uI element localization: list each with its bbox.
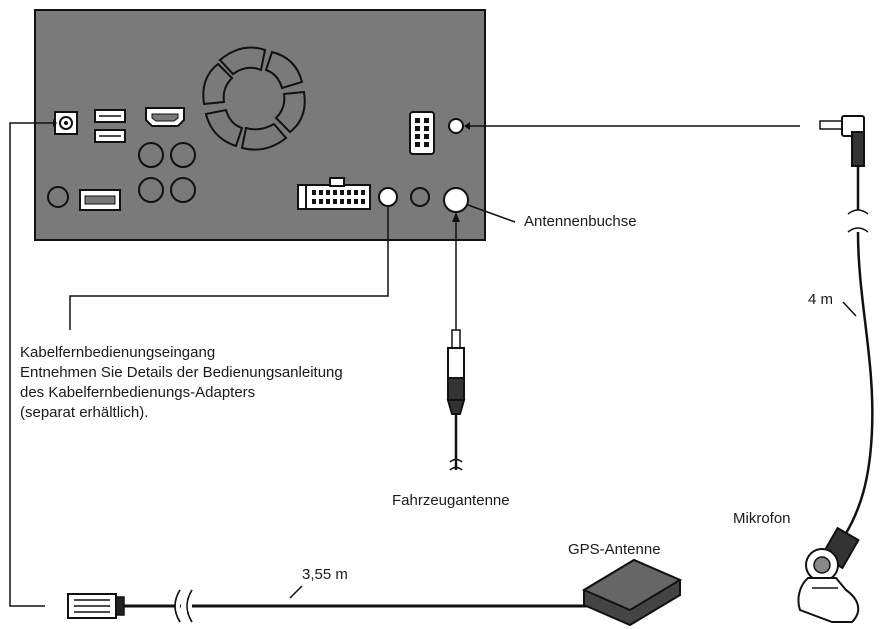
- antenna-jack: [443, 187, 469, 213]
- mic-connector-block: [409, 111, 435, 155]
- rca-jacks: [138, 142, 196, 203]
- gps-antenna-jack: [54, 111, 78, 135]
- gps-cable-leader: [9, 122, 55, 607]
- remote-input-leader: [69, 206, 389, 330]
- gps-connector-plug: [67, 593, 125, 619]
- gps-cable-length-label: 3,55 m: [302, 566, 348, 583]
- vehicle-antenna-label: Fahrzeugantenne: [392, 492, 510, 509]
- vehicle-antenna-plug: [446, 329, 466, 415]
- remote-input-line-3: (separat erhältlich).: [20, 404, 149, 421]
- antenna-jack-leader: [467, 204, 516, 223]
- gps-antenna-unit: [581, 558, 683, 627]
- gps-antenna-label: GPS-Antenne: [568, 541, 661, 558]
- wired-remote-input-jack: [378, 187, 398, 207]
- microphone-label: Mikrofon: [733, 510, 791, 527]
- round-jack-mid: [410, 187, 430, 207]
- microphone-plug: [819, 115, 865, 167]
- remote-input-line-1: Entnehmen Sie Details der Bedienungsanle…: [20, 364, 343, 381]
- antenna-jack-label: Antennenbuchse: [524, 213, 637, 230]
- power-harness-connector: [297, 177, 371, 210]
- microphone-unit: [797, 526, 860, 623]
- mic-cable-length-label: 4 m: [808, 291, 834, 308]
- microphone-input-jack: [448, 118, 464, 134]
- remote-input-line-2: des Kabelfernbedienungs-Adapters: [20, 384, 256, 401]
- hdmi-port: [145, 107, 185, 127]
- remote-input-title: Kabelfernbedienungseingang: [20, 344, 216, 361]
- round-jack-left: [47, 186, 69, 208]
- remote-input-note: Kabelfernbedienungseingang Entnehmen Sie…: [20, 343, 343, 423]
- cooling-fan: [202, 46, 306, 151]
